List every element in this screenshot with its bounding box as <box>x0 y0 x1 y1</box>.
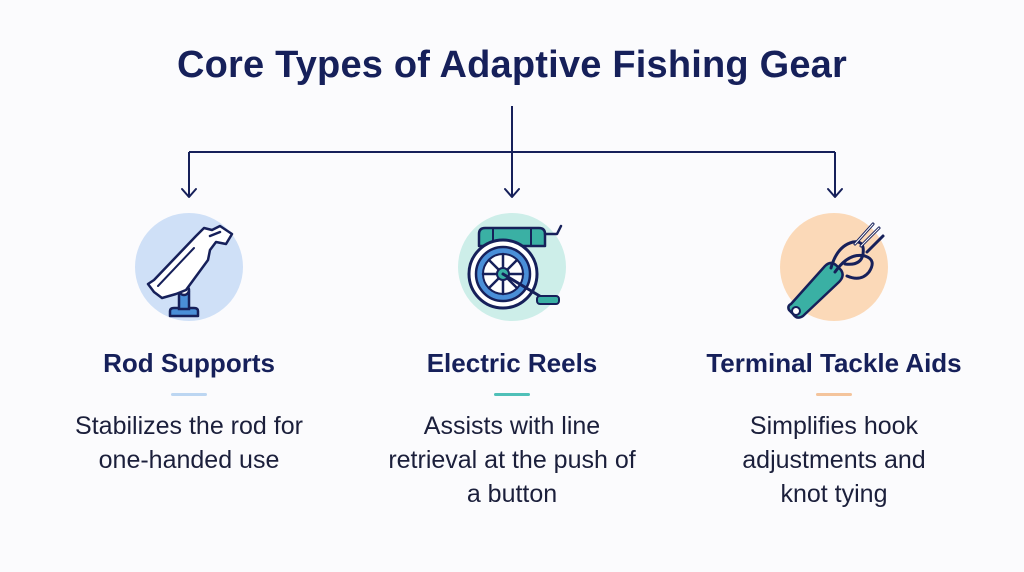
accent-bar <box>171 393 207 396</box>
card-electric-reels: Electric Reels Assists with line retriev… <box>352 212 672 511</box>
accent-bar <box>494 393 530 396</box>
knot-tool-icon <box>779 212 889 322</box>
card-terminal-tackle-aids: Terminal Tackle Aids Simplifies hook adj… <box>674 212 994 511</box>
left-arrowhead <box>181 188 197 198</box>
right-arrowhead <box>827 188 843 198</box>
middle-arrowhead <box>504 188 520 198</box>
card-rod-supports: Rod Supports Stabilizes the rod for one-… <box>29 212 349 477</box>
electric-reel-icon <box>457 212 567 322</box>
page-title: Core Types of Adaptive Fishing Gear <box>176 44 847 86</box>
card-title: Rod Supports <box>103 348 275 378</box>
card-description: Stabilizes the rod for one-handed use <box>75 412 303 474</box>
card-description: Simplifies hook adjustments and knot tyi… <box>742 412 926 508</box>
accent-bar <box>816 393 852 396</box>
rod-holder-icon <box>134 212 244 322</box>
card-title: Electric Reels <box>426 348 598 378</box>
card-description: Assists with line retrieval at the push … <box>388 412 636 508</box>
card-title: Terminal Tackle Aids <box>706 348 962 378</box>
